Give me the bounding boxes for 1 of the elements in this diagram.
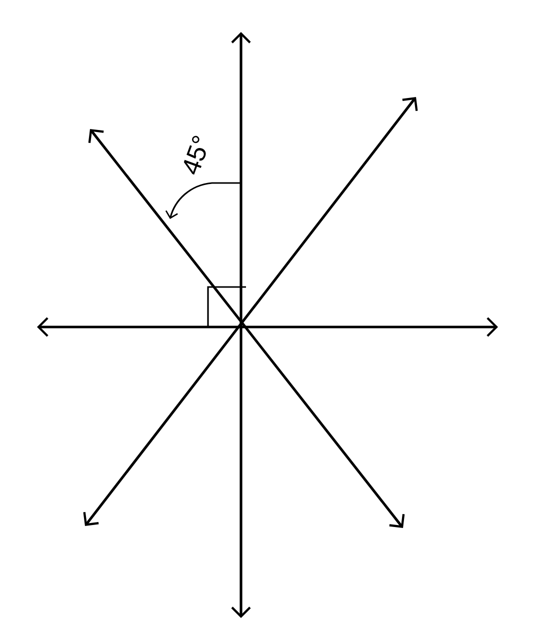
angle-label: 45°	[184, 136, 206, 175]
